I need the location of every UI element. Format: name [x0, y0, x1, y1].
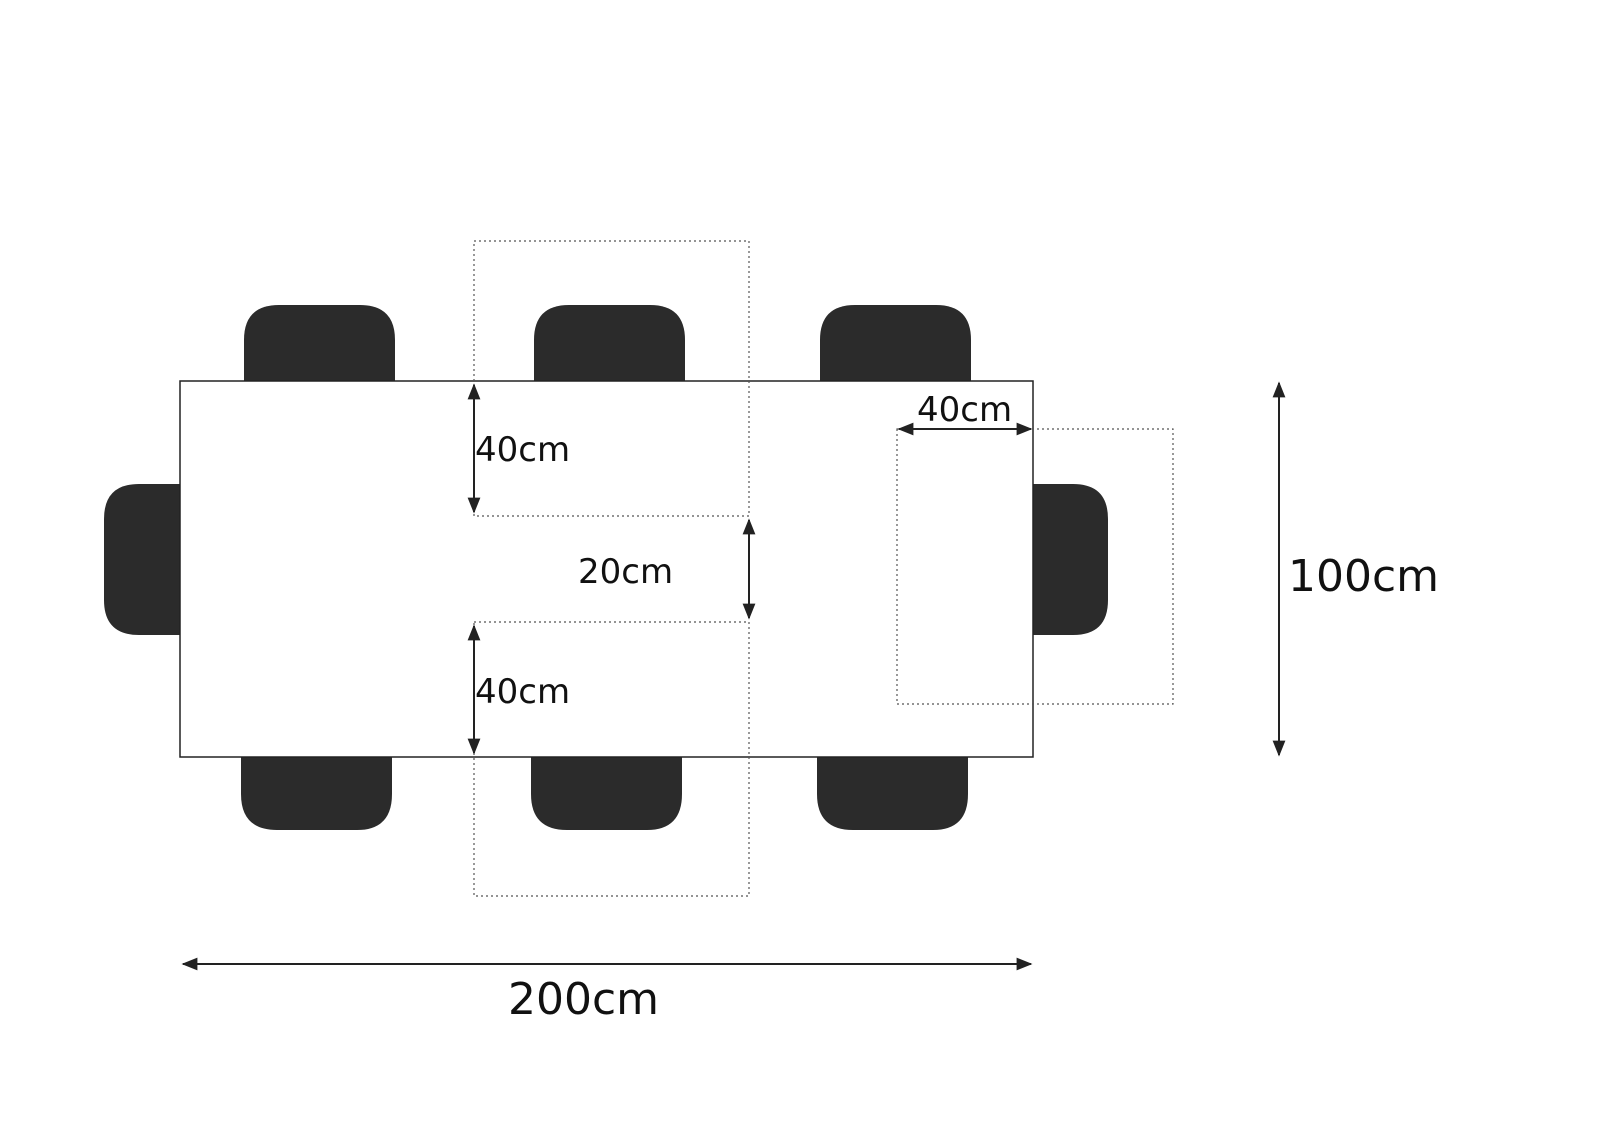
- chair-icon: [1033, 484, 1108, 635]
- seat-gap-label: 20cm: [578, 552, 673, 592]
- chair-icon: [531, 757, 682, 830]
- seat-depth-bottom-label: 40cm: [475, 672, 570, 712]
- chair-icon: [244, 305, 395, 381]
- table-top: [179, 380, 1034, 758]
- chair-icon: [817, 757, 968, 830]
- chair-icon: [534, 305, 685, 381]
- chair-icon: [241, 757, 392, 830]
- table-width-label: 100cm: [1288, 551, 1439, 602]
- chair-icon: [104, 484, 180, 635]
- seat-depth-top-label: 40cm: [475, 430, 570, 470]
- chair-icon: [820, 305, 971, 381]
- seat-zone-bottom: [473, 621, 750, 897]
- table-length-label: 200cm: [508, 974, 659, 1025]
- end-seat-depth-label: 40cm: [917, 390, 1012, 430]
